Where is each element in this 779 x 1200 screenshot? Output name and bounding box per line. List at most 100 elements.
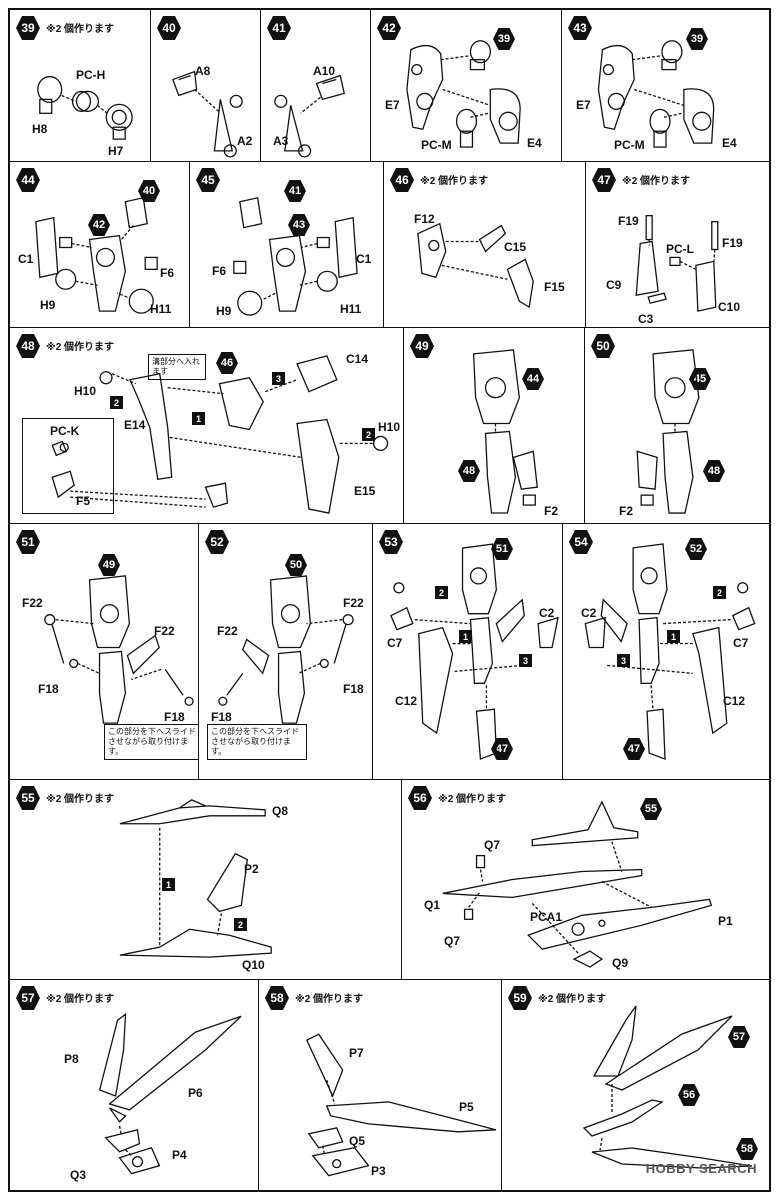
step-42-illustration xyxy=(406,40,521,148)
step-number-badge: 53 xyxy=(379,530,403,554)
step-number-badge: 59 xyxy=(508,986,532,1010)
step-40-panel: 40 A8 A2 xyxy=(151,10,261,162)
sub-step-marker: 2 xyxy=(234,918,247,931)
part-label: Q7 xyxy=(484,838,501,852)
step-55-panel: 55 ※2 個作ります 1 2 Q8 P2 Q10 xyxy=(10,780,402,980)
sub-assembly-ref: 57 xyxy=(728,1026,750,1048)
part-label: Q3 xyxy=(70,1168,87,1182)
part-label: A3 xyxy=(273,134,289,148)
sub-assembly-ref: 41 xyxy=(284,180,306,202)
step-number-badge: 51 xyxy=(16,530,40,554)
sub-step-marker: 2 xyxy=(362,428,375,441)
sub-assembly-ref: 42 xyxy=(88,214,110,236)
step-49-illustration xyxy=(472,349,538,514)
step-46-illustration xyxy=(417,222,534,309)
part-label: C2 xyxy=(539,606,555,620)
part-label: Q9 xyxy=(612,956,629,970)
part-label: F22 xyxy=(217,624,238,638)
part-label: F22 xyxy=(22,596,43,610)
part-label: C7 xyxy=(387,636,403,650)
step-54-illustration xyxy=(584,543,756,761)
part-label: C1 xyxy=(18,252,34,266)
step-50-illustration xyxy=(636,349,700,514)
step-57-panel: 57 ※2 個作ります P8 P6 P4 Q3 xyxy=(10,980,259,1190)
sub-assembly-ref: 52 xyxy=(685,538,707,560)
sub-step-marker: 1 xyxy=(192,412,205,425)
sub-step-marker: 1 xyxy=(459,630,472,643)
part-label: F15 xyxy=(544,280,565,294)
sub-assembly-ref: 48 xyxy=(703,460,725,482)
make-two-note: ※2 個作ります xyxy=(420,176,489,187)
sub-assembly-ref: 55 xyxy=(640,798,662,820)
step-number-badge: 43 xyxy=(568,16,592,40)
step-52-panel: 52 50 この部分を下へスライドさせながら取り付けます。 F22 F22 F1… xyxy=(199,524,373,780)
sub-assembly-ref: 43 xyxy=(288,214,310,236)
part-label: E7 xyxy=(385,98,400,112)
step-47-illustration xyxy=(635,215,719,312)
make-two-note: ※2 個作ります xyxy=(46,794,115,805)
part-label: H10 xyxy=(74,384,97,398)
step-44-panel: 44 40 42 C1 F6 H9 H11 xyxy=(10,162,190,328)
sub-assembly-ref: 51 xyxy=(491,538,513,560)
step-45-panel: 45 41 43 F6 C1 H9 H11 xyxy=(190,162,384,328)
step-number-badge: 55 xyxy=(16,786,40,810)
part-label: P2 xyxy=(244,862,259,876)
step-number-badge: 49 xyxy=(410,334,434,358)
part-label: F19 xyxy=(618,214,639,228)
part-label: P8 xyxy=(64,1052,79,1066)
part-label: F19 xyxy=(722,236,743,250)
part-label: C9 xyxy=(606,278,622,292)
step-52-illustration xyxy=(218,575,354,724)
sub-step-marker: 2 xyxy=(435,586,448,599)
hobby-search-watermark: HOBBY SEARCH xyxy=(645,1161,757,1176)
part-label: E15 xyxy=(354,484,376,498)
make-two-note: ※2 個作ります xyxy=(46,342,115,353)
make-two-note: ※2 個作ります xyxy=(438,794,507,805)
step-number-badge: 54 xyxy=(569,530,593,554)
part-label: H8 xyxy=(32,122,48,136)
step-number-badge: 39 xyxy=(16,16,40,40)
step-number-badge: 50 xyxy=(591,334,615,358)
part-label: C12 xyxy=(395,694,418,708)
part-label: F22 xyxy=(343,596,364,610)
part-label: C12 xyxy=(723,694,746,708)
step-number-badge: 42 xyxy=(377,16,401,40)
sub-assembly-ref: 48 xyxy=(458,460,480,482)
make-two-note: ※2 個作ります xyxy=(538,994,607,1005)
step-56-panel: 56 ※2 個作ります 55 Q7 Q1 PCA1 P1 Q7 Q9 xyxy=(402,780,769,980)
part-label: F18 xyxy=(343,682,364,696)
step-43-illustration xyxy=(597,40,715,148)
part-label: F6 xyxy=(160,266,175,280)
part-label: P4 xyxy=(172,1148,187,1162)
part-label: H9 xyxy=(216,304,232,318)
step-48-panel: 48 ※2 個作ります 溝部分へ入れます 46 2 1 3 2 H10 C14 … xyxy=(10,328,404,524)
part-label: PC-M xyxy=(421,138,452,152)
sub-step-marker: 2 xyxy=(713,586,726,599)
part-label: A10 xyxy=(313,64,336,78)
part-label: H11 xyxy=(340,302,362,316)
step-41-panel: 41 A10 A3 xyxy=(261,10,371,162)
part-label: C15 xyxy=(504,240,527,254)
part-label: C10 xyxy=(718,300,741,314)
part-label: Q8 xyxy=(272,804,289,818)
make-two-note: ※2 個作ります xyxy=(295,994,364,1005)
sub-assembly-ref: 39 xyxy=(493,28,515,50)
part-label: A2 xyxy=(237,134,253,148)
part-label: Q5 xyxy=(349,1134,366,1148)
sub-assembly-ref: 47 xyxy=(623,738,645,760)
instruction-sheet: 39 ※2 個作ります PC-H H8 H7 40 A8 A2 xyxy=(8,8,771,1192)
step-59-panel: 59 ※2 個作ります 57 56 58 HOBBY SEARCH xyxy=(502,980,769,1190)
step-43-panel: 43 39 E7 PC-M E4 xyxy=(562,10,769,162)
sub-step-marker: 3 xyxy=(519,654,532,667)
part-label: F22 xyxy=(154,624,175,638)
step-46-panel: 46 ※2 個作ります F12 C15 F15 xyxy=(384,162,586,328)
groove-note: 溝部分へ入れます xyxy=(148,354,206,380)
sub-step-marker: 1 xyxy=(162,878,175,891)
part-label: E4 xyxy=(527,136,542,150)
sub-assembly-ref: 46 xyxy=(216,352,238,374)
step-55-illustration xyxy=(119,799,272,958)
slide-note: この部分を下へスライドさせながら取り付けます。 xyxy=(207,724,307,760)
part-label: E7 xyxy=(576,98,591,112)
step-42-panel: 42 39 E7 PC-M E4 xyxy=(371,10,562,162)
step-number-badge: 47 xyxy=(592,168,616,192)
